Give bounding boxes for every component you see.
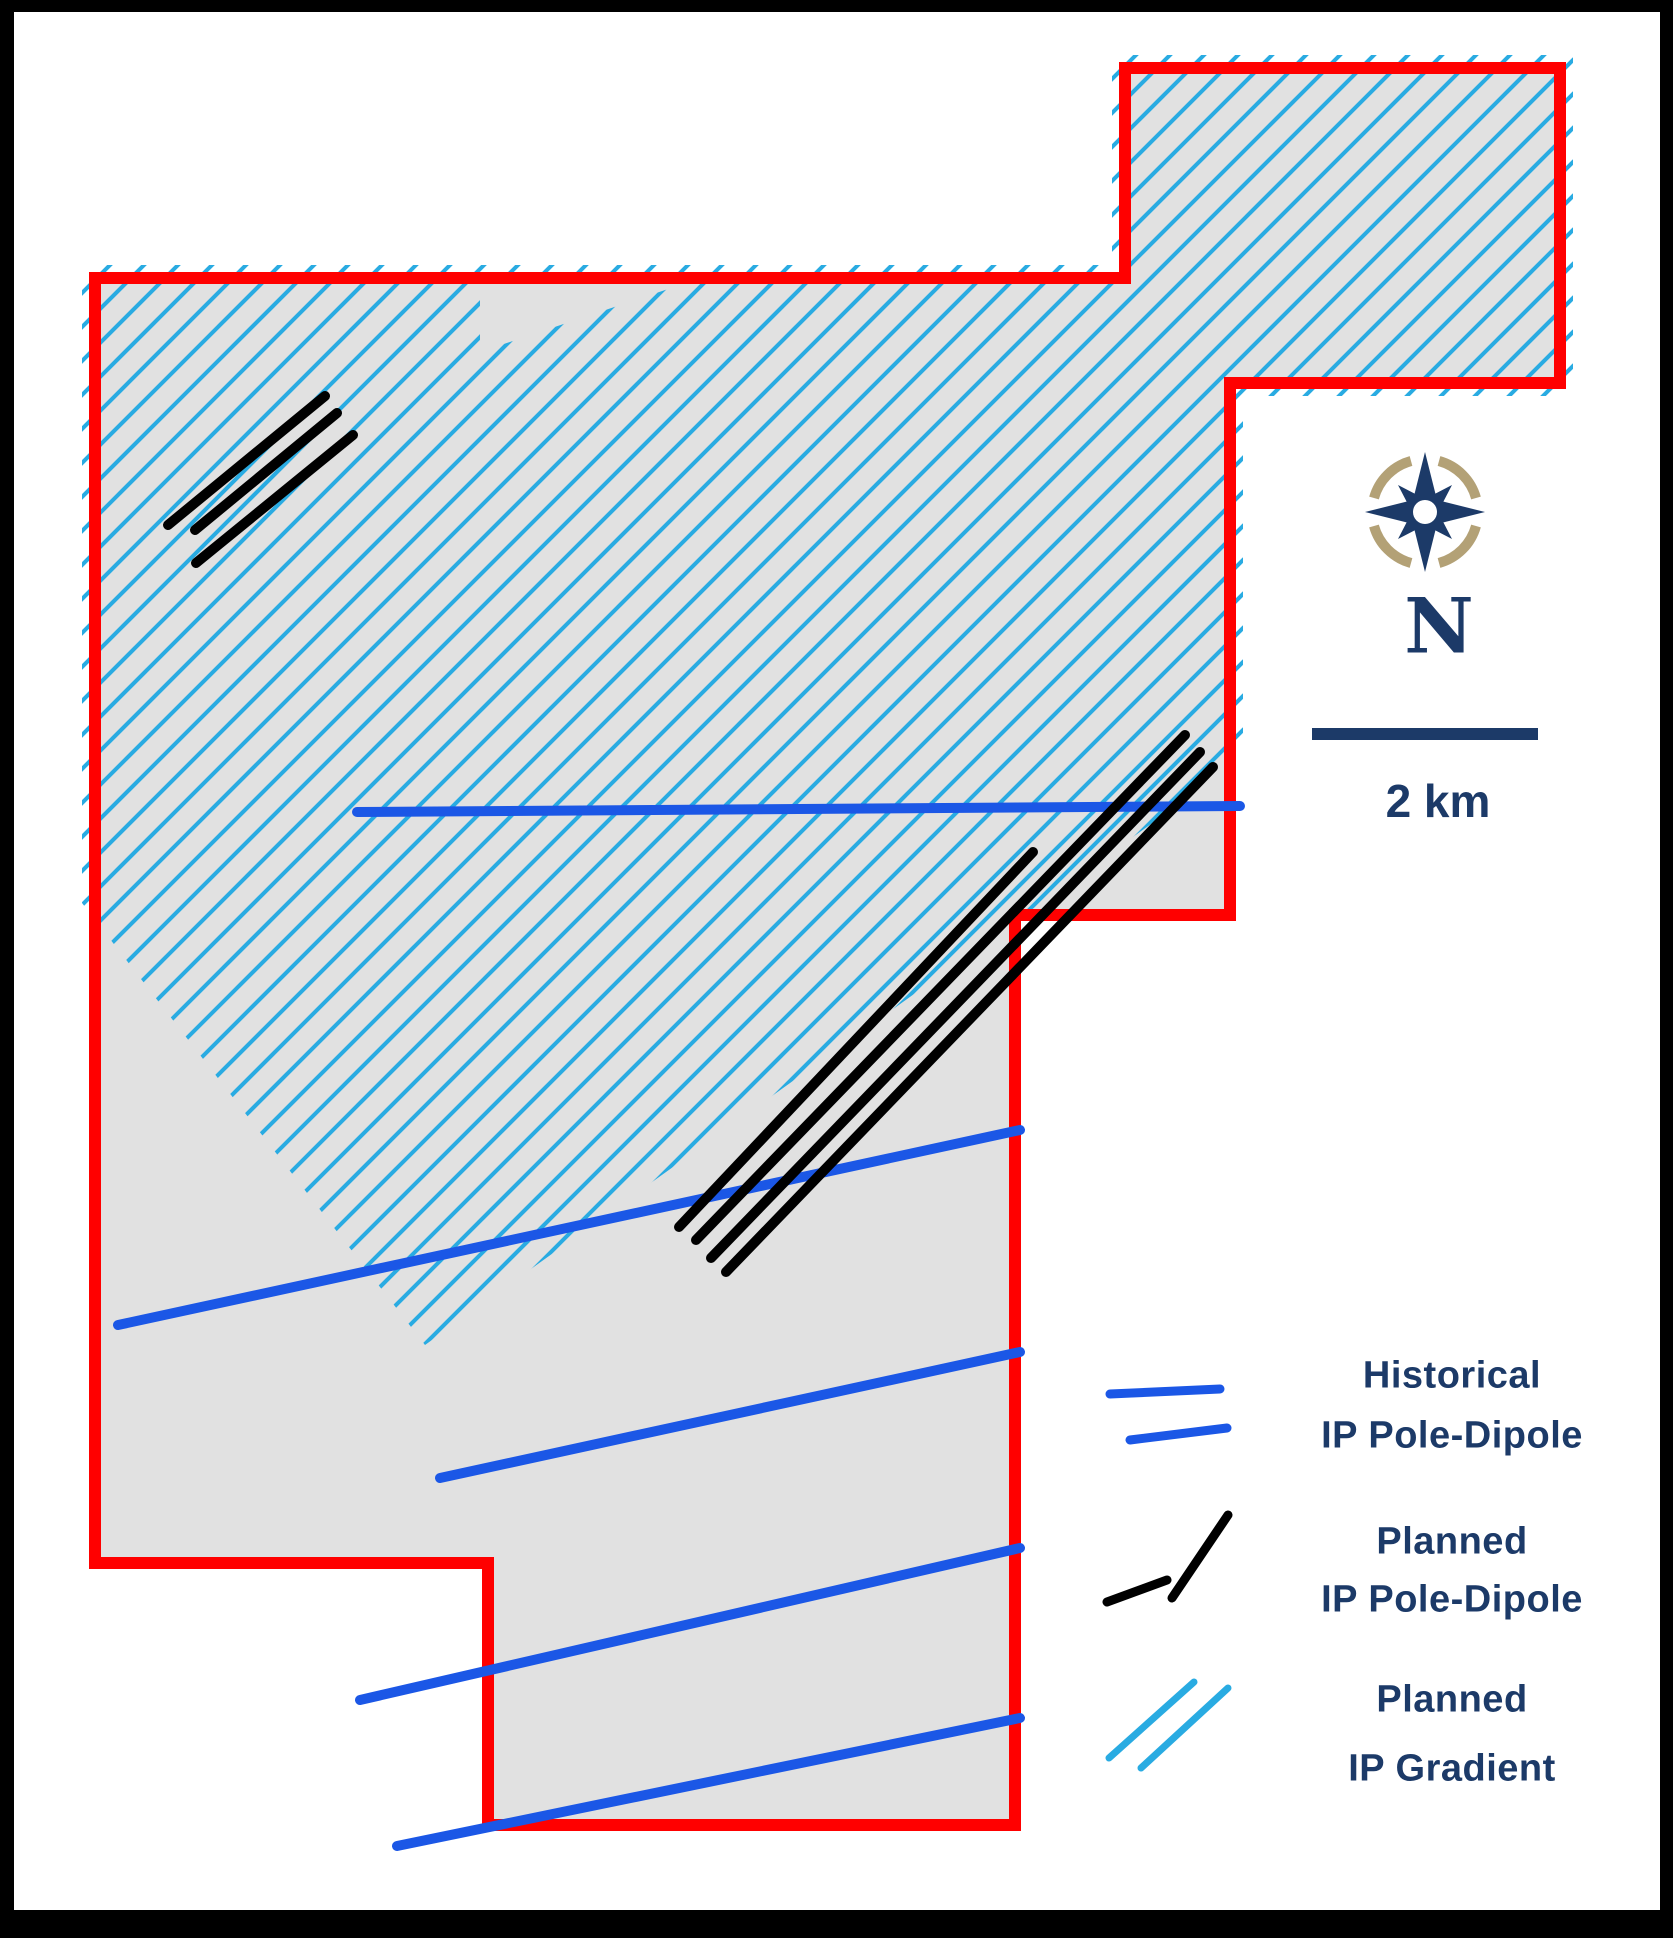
compass-center-dot <box>1413 500 1437 524</box>
historical-ip-pole-dipole-lines <box>113 801 1245 1851</box>
compass-ring-arc <box>1369 456 1481 568</box>
planned-ip-line <box>190 408 342 535</box>
survey-map-svg <box>82 55 1573 1851</box>
claim-boundary-outline <box>89 62 1566 1831</box>
planned-ip-pole-dipole-lines <box>163 391 1218 1277</box>
planned-ip-line <box>191 430 358 568</box>
legend-symbol-historical-ip-pole-dipole <box>1125 1423 1232 1445</box>
legend-symbol-planned-ip-pole-dipole <box>1102 1575 1172 1607</box>
legend-symbols <box>1102 1384 1233 1772</box>
planned-ip-line <box>163 391 330 530</box>
legend-planned-pd-line1: Planned <box>1376 1520 1528 1563</box>
historical-ip-line <box>352 801 1245 817</box>
legend-symbol-planned-ip-gradient <box>1105 1678 1198 1762</box>
legend-symbol-historical-ip-pole-dipole <box>1105 1384 1225 1399</box>
planned-ip-line <box>706 747 1205 1263</box>
historical-ip-line <box>113 1125 1025 1330</box>
historical-ip-line <box>435 1347 1025 1483</box>
historical-ip-line <box>355 1543 1025 1705</box>
legend-symbol-planned-ip-pole-dipole <box>1167 1510 1233 1603</box>
hatch-gap-wedge <box>480 280 695 352</box>
legend-planned-pd-line2: IP Pole-Dipole <box>1321 1578 1583 1621</box>
historical-ip-line <box>392 1713 1025 1851</box>
map-paper: N 2 km Historical IP Pole-Dipole Planned… <box>14 12 1660 1910</box>
scale-bar <box>1312 728 1538 740</box>
legend-planned-grad-line2: IP Gradient <box>1348 1747 1556 1790</box>
planned-ip-line <box>674 847 1038 1232</box>
planned-ip-line <box>721 762 1218 1277</box>
scale-bar-label: 2 km <box>1385 775 1491 827</box>
legend-historical-line2: IP Pole-Dipole <box>1321 1414 1583 1457</box>
legend-planned-grad-line1: Planned <box>1376 1678 1528 1721</box>
legend-historical-line1: Historical <box>1362 1354 1542 1397</box>
north-label: N <box>1404 581 1474 671</box>
planned-ip-line <box>691 730 1190 1245</box>
legend-symbol-planned-ip-gradient <box>1137 1684 1232 1772</box>
compass-rose-icon <box>1365 452 1485 572</box>
